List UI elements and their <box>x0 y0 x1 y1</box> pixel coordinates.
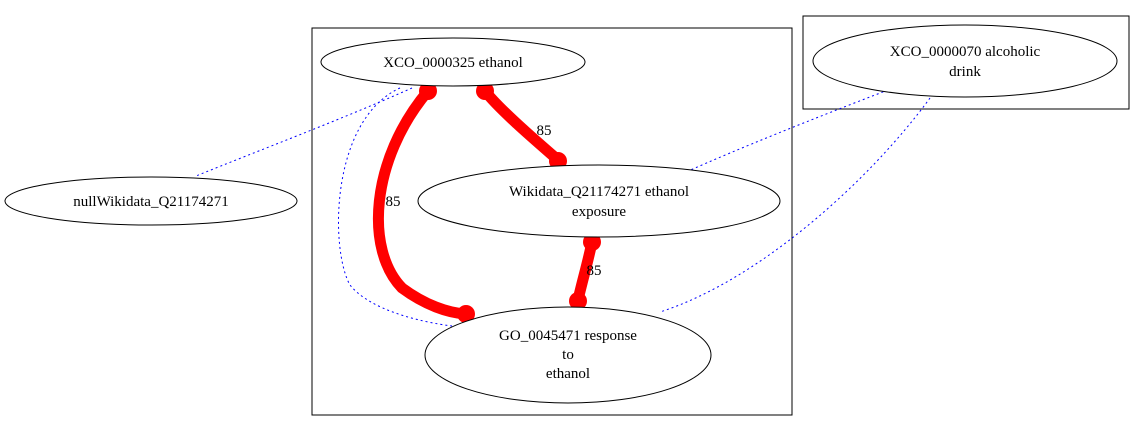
edge-label-ethanol-to-exposure: 85 <box>537 123 552 139</box>
node-label-line-1: GO_0045471 response <box>499 328 637 344</box>
node-xco-alcoholic-drink[interactable]: XCO_0000070 alcoholic drink <box>812 24 1118 98</box>
cluster-alcoholic-drink <box>802 15 1130 110</box>
node-label-line-1: Wikidata_Q21174271 ethanol <box>509 184 689 200</box>
dotted-edge-alcoholic-response <box>659 97 931 313</box>
node-shape <box>4 176 298 226</box>
node-label-line-2: drink <box>949 64 981 80</box>
edge-endpoints <box>419 82 601 323</box>
node-shape <box>812 24 1118 98</box>
node-shape <box>417 164 781 238</box>
dotted-edge-ethanol-response <box>338 87 453 327</box>
edge-ethanol-to-response <box>372 85 472 320</box>
node-label-line-1: XCO_0000070 alcoholic <box>890 44 1041 60</box>
node-shape <box>424 306 712 404</box>
endpoint-exposure-response-start <box>583 233 601 251</box>
node-label-line-3: ethanol <box>546 366 590 382</box>
cluster-main <box>311 27 793 416</box>
node-label-line-2: exposure <box>572 204 626 220</box>
node-label-line-2: to <box>562 347 574 363</box>
endpoint-ethanol-response-end <box>457 305 475 323</box>
edge-label-ethanol-to-response: 85 <box>386 194 401 210</box>
node-label: nullWikidata_Q21174271 <box>73 194 229 210</box>
node-wikidata-exposure[interactable]: Wikidata_Q21174271 ethanol exposure <box>417 164 781 238</box>
endpoint-ethanol-exposure-start <box>476 82 494 100</box>
node-null-wikidata[interactable]: nullWikidata_Q21174271 <box>4 176 298 226</box>
dotted-edge-ethanol-null <box>195 87 413 177</box>
endpoint-exposure-response-end <box>569 292 587 310</box>
node-go-response[interactable]: GO_0045471 response to ethanol <box>424 306 712 404</box>
node-label: XCO_0000325 ethanol <box>383 55 523 71</box>
node-shape <box>320 37 586 87</box>
endpoint-ethanol-response-start <box>419 82 437 100</box>
node-xco-ethanol[interactable]: XCO_0000325 ethanol <box>320 37 586 87</box>
dotted-edge-alcoholic-exposure <box>685 89 889 173</box>
edge-label-exposure-to-response: 85 <box>587 263 602 279</box>
